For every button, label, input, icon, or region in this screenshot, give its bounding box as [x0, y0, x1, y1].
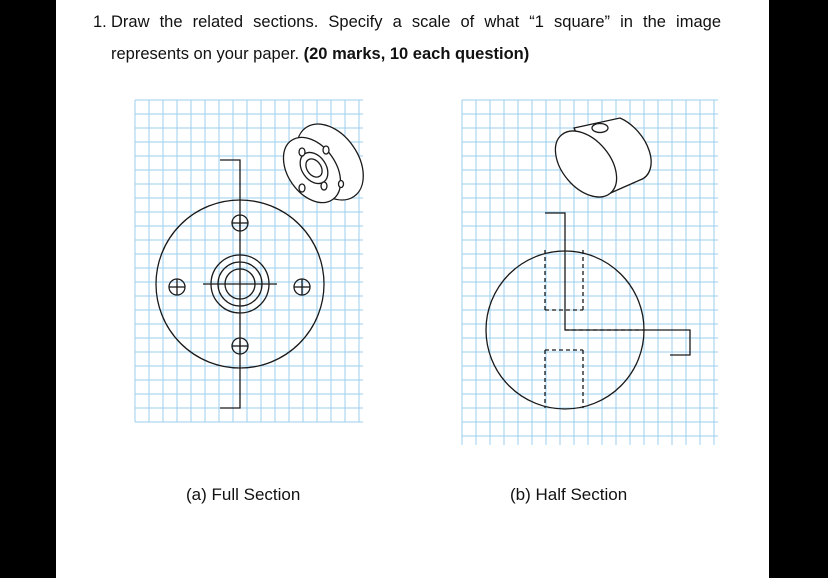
drawing-b — [485, 212, 691, 410]
flange-outline-a — [155, 199, 325, 369]
hidden-lines-b — [544, 250, 644, 408]
bolt-hole-top — [231, 214, 249, 232]
worksheet-page: 1. Draw the related sections. Specify a … — [56, 0, 769, 578]
cutting-plane-line-b — [545, 212, 691, 356]
question-number: 1. — [93, 13, 107, 31]
grid-paper-b — [461, 99, 718, 445]
bolt-hole-left — [168, 278, 186, 296]
question-marks: (20 marks, 10 each question) — [303, 45, 530, 63]
question-body: Draw the related sections. Specify a sca… — [111, 13, 721, 63]
bolt-hole-bottom — [231, 337, 249, 355]
drawing-a — [155, 159, 325, 409]
question-text: 1. Draw the related sections. Specify a … — [93, 6, 721, 70]
bolt-hole-right — [293, 278, 311, 296]
isometric-view-a — [282, 123, 364, 204]
caption-half-section: (b) Half Section — [510, 485, 628, 504]
caption-full-section: (a) Full Section — [186, 485, 301, 504]
isometric-view-b — [554, 117, 652, 198]
